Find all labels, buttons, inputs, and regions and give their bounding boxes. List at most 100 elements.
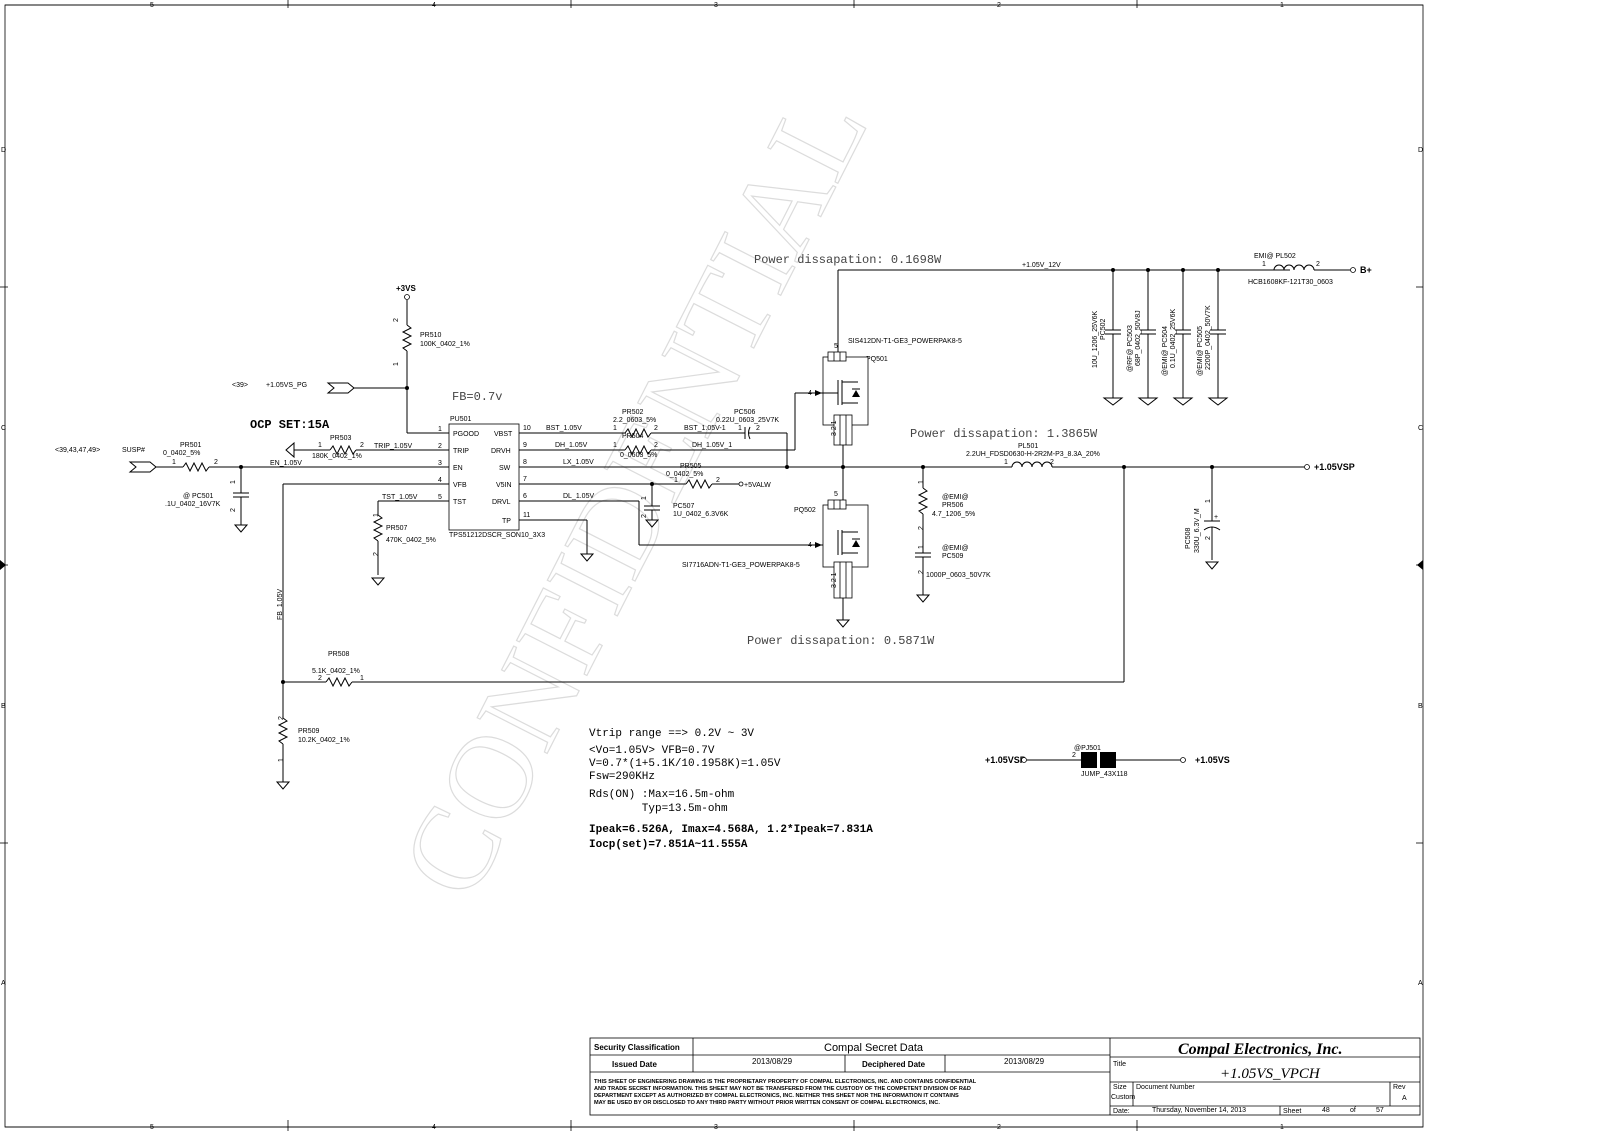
pr504-value: 0_0603_5% xyxy=(620,452,657,459)
pc502-value: 10U_1206_25V6K xyxy=(1092,310,1099,368)
pr501-value: 0_0402_5% xyxy=(163,450,200,457)
pr502-ref: PR502 xyxy=(622,409,644,416)
col-label-top: 3 xyxy=(714,2,718,9)
pr506-value: 4.7_1206_5% xyxy=(932,511,975,518)
svg-text:1: 1 xyxy=(393,362,400,366)
pc501-value: .1U_0402_16V7K xyxy=(165,501,221,508)
row-label-right: D xyxy=(1418,147,1423,154)
ic-pin-num: 5 xyxy=(438,494,442,501)
ic-ref: PU501 xyxy=(450,416,472,423)
power-dissipation-high-side: Power dissapation: 0.1698W xyxy=(754,253,942,267)
disclaimer-line: THIS SHEET OF ENGINEERING DRAWING IS THE… xyxy=(594,1079,977,1085)
svg-text:1: 1 xyxy=(1112,752,1116,759)
pr501-ref: PR501 xyxy=(180,442,202,449)
pr505-value: 0_0402_5% xyxy=(666,471,703,478)
power-5valw-label: +5VALW xyxy=(744,482,771,489)
power-1-05vsp-label: +1.05VSP xyxy=(1314,462,1355,472)
pg-net-label: +1.05VS_PG xyxy=(266,382,307,389)
v5in-network: +5VALW PR505 0_0402_5% 1 2 1 2 PC507 1U_… xyxy=(532,463,771,528)
pc505-value: 2200P_0402_50V7K xyxy=(1205,305,1212,370)
ic-pin-name: VFB xyxy=(453,482,467,489)
svg-text:4: 4 xyxy=(808,542,812,549)
svg-text:2: 2 xyxy=(654,425,658,432)
ic-pin-name: V5IN xyxy=(496,482,512,489)
ic-pin-name: VBST xyxy=(494,431,513,438)
pr508-value: 5.1K_0402_1% xyxy=(312,668,360,675)
svg-text:2: 2 xyxy=(393,318,400,322)
col-label-bottom: 5 xyxy=(150,1124,154,1131)
design-note-line: Rds(ON) :Max=16.5m-ohm xyxy=(589,789,735,801)
col-label-top: 4 xyxy=(432,2,436,9)
tst-network: TST_1.05V PR507 470K_0402_5% 1 2 xyxy=(370,494,438,586)
size-label: Size xyxy=(1113,1084,1127,1091)
power-1-05vs-label: +1.05VS xyxy=(1195,755,1230,765)
row-label-right: C xyxy=(1418,425,1423,432)
sheet-label: Sheet xyxy=(1283,1108,1301,1115)
power-bplus-label: B+ xyxy=(1360,265,1372,275)
row-label-right: A xyxy=(1418,980,1423,987)
sheet-frame xyxy=(0,0,1424,1131)
ic-pin-name: SW xyxy=(499,465,511,472)
rev-value: A xyxy=(1402,1095,1407,1102)
col-label-top: 1 xyxy=(1280,2,1284,9)
pr507-value: 470K_0402_5% xyxy=(386,537,436,544)
pr506-ref: PR506 xyxy=(942,502,964,509)
design-note-line: Typ=13.5m-ohm xyxy=(589,803,728,815)
ic-pin-num: 10 xyxy=(523,425,531,432)
mosfet-pq501: SIS412DN-T1-GE3_POWERPAK8-5 PQ501 5 4 3 … xyxy=(808,269,1290,469)
pc506-value: 0.22U_0603_25V7K xyxy=(716,417,779,424)
svg-text:2: 2 xyxy=(230,508,237,512)
col-label-bottom: 2 xyxy=(997,1124,1001,1131)
ic-pin-num: 11 xyxy=(523,512,530,519)
fb-voltage-note: FB=0.7v xyxy=(452,390,502,404)
document-number-label: Document Number xyxy=(1136,1084,1195,1091)
design-note-line: <Vo=1.05V> VFB=0.7V xyxy=(589,745,715,757)
pl501-value: 2.2UH_FDSD0630-H-2R2M-P3_8.3A_20% xyxy=(966,451,1100,458)
pq501-part: SIS412DN-T1-GE3_POWERPAK8-5 xyxy=(848,338,962,345)
row-label-left: B xyxy=(1,703,6,710)
inductor-pl501: PL501 2.2UH_FDSD0630-H-2R2M-P3_8.3A_20% … xyxy=(966,443,1355,682)
pr503-ref: PR503 xyxy=(330,435,352,442)
pr507-ref: PR507 xyxy=(386,525,408,532)
pq502-ref: PQ502 xyxy=(794,507,816,514)
pr509-value: 10.2K_0402_1% xyxy=(298,737,350,744)
dh1-net-label: DH_1.05V_1 xyxy=(692,442,732,449)
svg-text:1: 1 xyxy=(918,545,925,549)
pc502-ref: PC502 xyxy=(1100,318,1107,340)
svg-text:2: 2 xyxy=(641,514,648,518)
ic-pin-num: 8 xyxy=(523,459,527,466)
col-label-bottom: 1 xyxy=(1280,1124,1284,1131)
pr509-ref: PR509 xyxy=(298,728,320,735)
dl-net-label: DL_1.05V xyxy=(563,493,594,500)
svg-text:2: 2 xyxy=(1316,261,1320,268)
svg-text:1: 1 xyxy=(373,513,380,517)
mosfet-pq502: PQ502 SI7716ADN-T1-GE3_POWERPAK8-5 5 4 3… xyxy=(682,467,869,628)
lx-net-label: LX_1.05V xyxy=(563,459,594,466)
susp-ref: <39,43,47,49> xyxy=(55,447,100,454)
svg-text:2: 2 xyxy=(214,459,218,466)
svg-text:1: 1 xyxy=(1004,459,1008,466)
svg-text:2: 2 xyxy=(278,716,285,720)
design-note-line: V=0.7*(1+5.1K/10.1958K)=1.05V xyxy=(589,758,781,770)
bst-network: BST_1.05V PR502 2.2_0603_5% 1 2 BST_1.05… xyxy=(532,409,788,467)
col-label-bottom: 4 xyxy=(432,1124,436,1131)
design-note-line: Iocp(set)=7.851A~11.555A xyxy=(589,839,748,851)
ic-pin-name: TRIP xyxy=(453,448,469,455)
rev-label: Rev xyxy=(1393,1084,1406,1091)
susp-input: <39,43,47,49> SUSP# PR501 0_0402_5% 1 2 … xyxy=(55,442,438,533)
design-note-line: Fsw=290KHz xyxy=(589,771,655,783)
row-label-right: B xyxy=(1418,703,1423,710)
pc505-ref: @EMI@ PC505 xyxy=(1197,326,1204,376)
row-labels: D C B A D C B A xyxy=(1,147,1423,987)
pr510-value: 100K_0402_1% xyxy=(420,341,470,348)
col-label-top: 2 xyxy=(997,2,1001,9)
issued-date: 2013/08/29 xyxy=(752,1057,793,1066)
svg-text:1: 1 xyxy=(1205,499,1212,503)
pj501-value: JUMP_43X118 xyxy=(1081,771,1128,778)
pg-ref: <39> xyxy=(232,382,248,389)
svg-text:1: 1 xyxy=(613,425,617,432)
pg-net-port: <39> +1.05VS_PG xyxy=(232,382,407,394)
svg-text:1: 1 xyxy=(674,477,678,484)
svg-text:1: 1 xyxy=(613,442,617,449)
pc508-value: 330U_6.3V_M xyxy=(1194,508,1201,553)
